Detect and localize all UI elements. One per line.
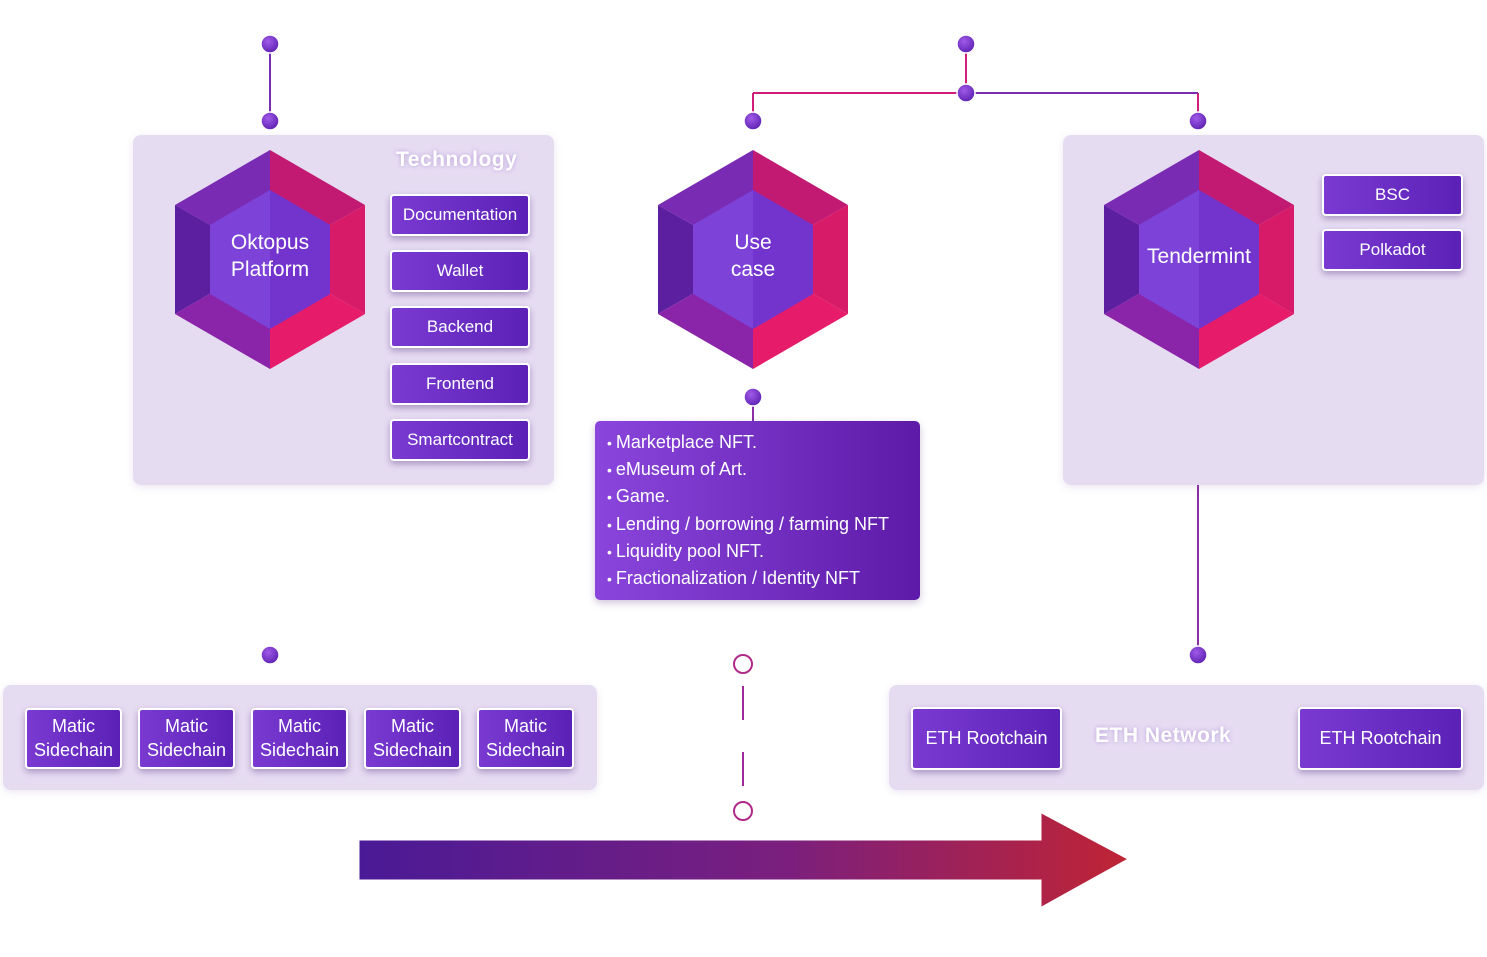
technology-title: Technology xyxy=(396,148,518,171)
eth-rootchain-left-button[interactable]: ETH Rootchain xyxy=(911,707,1062,770)
use-case-list-box: Marketplace NFT. eMuseum of Art. Game. L… xyxy=(595,421,920,600)
sidechain-label-line2: Sidechain xyxy=(259,739,340,760)
use-case-item: Lending / borrowing / farming NFT xyxy=(607,511,910,538)
eth-rootchain-right-button[interactable]: ETH Rootchain xyxy=(1298,707,1463,770)
use-case-hexagon: Use case xyxy=(658,150,848,369)
use-case-item: Marketplace NFT. xyxy=(607,429,910,456)
smartcontract-button[interactable]: Smartcontract xyxy=(390,419,530,461)
oktopus-label-line2: Platform xyxy=(230,258,310,281)
polkadot-button[interactable]: Polkadot xyxy=(1322,229,1463,271)
oktopus-platform-hexagon: Oktopus Platform xyxy=(175,150,365,369)
sidechain-label-line2: Sidechain xyxy=(372,739,453,760)
hexagon-shape xyxy=(1104,150,1294,369)
arrow-shape xyxy=(356,808,1134,912)
progress-arrow xyxy=(356,808,1134,912)
tendermint-label: Tendermint xyxy=(1147,245,1251,268)
hexagon-shape xyxy=(175,150,365,369)
backend-button[interactable]: Backend xyxy=(390,306,530,348)
sidechain-label-line1: Matic xyxy=(51,716,95,737)
use-case-item: Game. xyxy=(607,483,910,510)
use-case-item: Liquidity pool NFT. xyxy=(607,538,910,565)
sidechain-label-line1: Matic xyxy=(164,716,208,737)
bsc-button[interactable]: BSC xyxy=(1322,174,1463,216)
sidechain-label-line1: Matic xyxy=(277,716,321,737)
use-case-list: Marketplace NFT. eMuseum of Art. Game. L… xyxy=(607,429,910,592)
sidechain-label-line2: Sidechain xyxy=(146,739,227,760)
use-case-item: eMuseum of Art. xyxy=(607,456,910,483)
use-case-label-line2: case xyxy=(730,258,776,281)
top-connector xyxy=(269,43,1199,121)
hexagon-shape xyxy=(658,150,848,369)
oktopus-label-line1: Oktopus xyxy=(230,231,310,254)
use-case-label-line1: Use xyxy=(734,231,772,254)
sidechain-label-line1: Matic xyxy=(503,716,547,737)
sidechain-label-line1: Matic xyxy=(390,716,434,737)
documentation-button[interactable]: Documentation xyxy=(390,194,530,236)
eth-network-title: ETH Network xyxy=(1095,724,1232,747)
wallet-button[interactable]: Wallet xyxy=(390,250,530,292)
sidechain-label-line2: Sidechain xyxy=(33,739,114,760)
sidechain-label-line2: Sidechain xyxy=(485,739,566,760)
frontend-button[interactable]: Frontend xyxy=(390,363,530,405)
use-case-item: Fractionalization / Identity NFT xyxy=(607,565,910,592)
tendermint-hexagon: Tendermint xyxy=(1104,150,1294,369)
